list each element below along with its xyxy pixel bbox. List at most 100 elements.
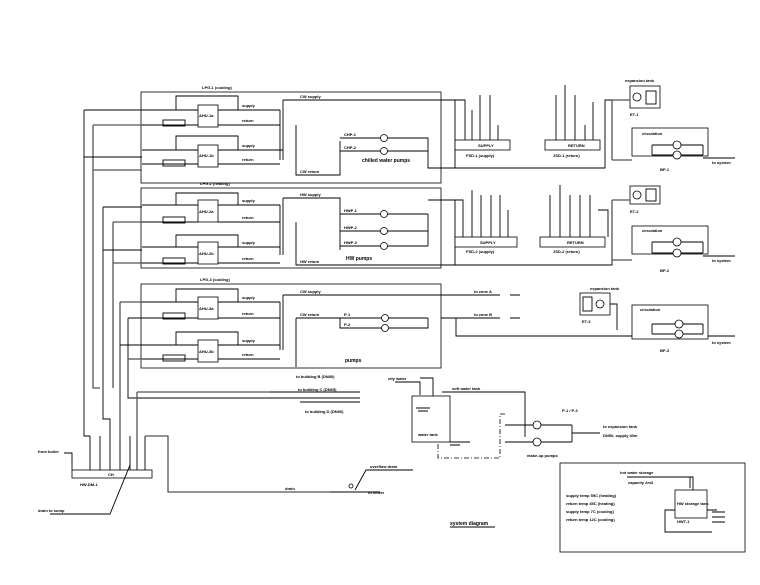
- ahu-label: AHU-3b: [199, 349, 214, 354]
- branch-label: to building C (DN65): [298, 387, 337, 392]
- ahu-label: AHU-3a: [199, 306, 214, 311]
- drain-note: to sewer: [368, 490, 385, 495]
- outlet-label: to zone B: [474, 312, 492, 317]
- pump-group-label: pumps: [345, 358, 362, 364]
- manifold-tag: JSD-2 (return): [553, 249, 580, 254]
- outlet-label: to zone A: [474, 289, 492, 294]
- ahu-label: AHU-2b: [199, 251, 214, 256]
- pipe-label: supply: [242, 295, 256, 300]
- pipe-label: supply: [242, 143, 256, 148]
- ahu-label: AHU-2a: [199, 209, 214, 214]
- legend-title: hot water storage: [620, 470, 654, 475]
- collector-note: drain to sump: [38, 508, 65, 513]
- main-label: CW return: [300, 312, 320, 317]
- main-label: HW supply: [300, 192, 321, 197]
- manifold-box: [454, 139, 511, 151]
- tank-tag: water tank: [417, 432, 439, 437]
- out-label: to expansion tank: [603, 424, 638, 429]
- pump-icon: [674, 329, 684, 339]
- legend-note: return temp 45C (heating): [566, 501, 615, 506]
- manifold-box: [539, 236, 606, 248]
- unit-2-header-label: LPG-2 (heating): [200, 181, 230, 186]
- pipe-label: supply: [242, 198, 256, 203]
- pump-icon: [380, 242, 388, 250]
- manifold-box: [544, 139, 601, 151]
- footer-title: system diagram: [450, 521, 489, 527]
- collector: CH HW-DM-1 from boiler drain to sump dra…: [38, 435, 413, 515]
- main-label: CW supply: [300, 94, 321, 99]
- manifold-label: SUPPLY: [478, 143, 494, 148]
- legend-tank-tag: HWT-1: [677, 519, 690, 524]
- manifold-tag: FSD-2 (supply): [466, 249, 495, 254]
- tank-label: expansion tank: [625, 78, 655, 83]
- pump-icon: [381, 314, 389, 322]
- collector-box: [71, 469, 153, 479]
- pump-label: HWP-1: [344, 208, 358, 213]
- main-label: CW return: [300, 169, 320, 174]
- pump-icon: [380, 147, 388, 155]
- manifold-tag: JSD-1 (return): [553, 153, 580, 158]
- unit-2: LPG-2 (heating) AHU-2a AHU-2b supply ret…: [140, 181, 442, 269]
- pump-icon: [381, 324, 389, 332]
- pump-icon: [672, 140, 682, 150]
- tank-tag: ET-2: [630, 209, 639, 214]
- drain-leader: overflow drain: [370, 464, 398, 469]
- ahu-box: [197, 241, 219, 265]
- pump-icon: [632, 190, 642, 200]
- out-note: DN50, supply 40m: [603, 433, 638, 438]
- pump-box-tag: BP-1: [660, 167, 670, 172]
- pump-icon: [674, 319, 684, 329]
- pipe-label: supply: [242, 338, 256, 343]
- pump-icon: [672, 248, 682, 258]
- unit-1: LPG-1 (cooling) AHU-1a AHU-1b supply ret…: [140, 85, 442, 184]
- ahu-box: [197, 104, 219, 128]
- pipe-label: supply: [242, 103, 256, 108]
- valve-icon: [348, 483, 354, 489]
- branch-label: to building B (DN80): [296, 374, 335, 379]
- main-label: HW return: [300, 259, 320, 264]
- expansion-tank: [629, 85, 661, 109]
- legend-note: return temp 12C (cooling): [566, 517, 615, 522]
- pump-label: P-1: [344, 312, 351, 317]
- main-label: CW supply: [300, 289, 321, 294]
- manifold-label: RETURN: [568, 143, 585, 148]
- pump-label: HWP-2: [344, 225, 358, 230]
- water-tank: [411, 395, 451, 443]
- pump-icon: [380, 134, 388, 142]
- manifold-tag: FSD-1 (supply): [466, 153, 495, 158]
- ahu-label: AHU-1a: [199, 113, 214, 118]
- branch-label: to building D (DN50): [305, 409, 344, 414]
- pump-icon: [380, 210, 388, 218]
- pump-box-label: circulation: [640, 307, 661, 312]
- manifolds: SUPPLY FSD-1 (supply) RETURN JSD-1 (retu…: [454, 85, 613, 266]
- pump-label: CHP-2: [344, 145, 357, 150]
- manifold-label: SUPPLY: [480, 240, 496, 245]
- pipe-label: return: [242, 118, 254, 123]
- pipe-label: return: [242, 311, 254, 316]
- pump-tag: make-up pumps: [527, 453, 558, 458]
- risers: [83, 99, 455, 437]
- pump-icon: [672, 237, 682, 247]
- pipe-label: return: [242, 256, 254, 261]
- pipe-label: supply: [242, 240, 256, 245]
- pump-box-tag: BP-2: [660, 268, 670, 273]
- tank-label: soft water tank: [452, 386, 481, 391]
- ahu-box: [197, 339, 219, 363]
- tank-label: expansion tank: [590, 286, 620, 291]
- pump-note: P-1 / P-2: [562, 408, 579, 413]
- pump-box-label: circulation: [642, 131, 663, 136]
- pump-label: HWP-3: [344, 240, 358, 245]
- out-label: to system: [712, 340, 731, 345]
- pump-box-label: circulation: [642, 228, 663, 233]
- out-label: to system: [712, 160, 731, 165]
- legend-subtitle: capacity 2m3: [628, 480, 654, 485]
- pipe-label: return: [242, 215, 254, 220]
- tank-tag: ET-3: [582, 319, 591, 324]
- expansion-tank: [629, 185, 661, 205]
- pump-icon: [672, 150, 682, 160]
- pump-icon: [532, 420, 542, 430]
- ahu-label: AHU-1b: [199, 153, 214, 158]
- collector-tag: HW-DM-1: [80, 482, 98, 487]
- inlet-label: from boiler: [38, 449, 59, 454]
